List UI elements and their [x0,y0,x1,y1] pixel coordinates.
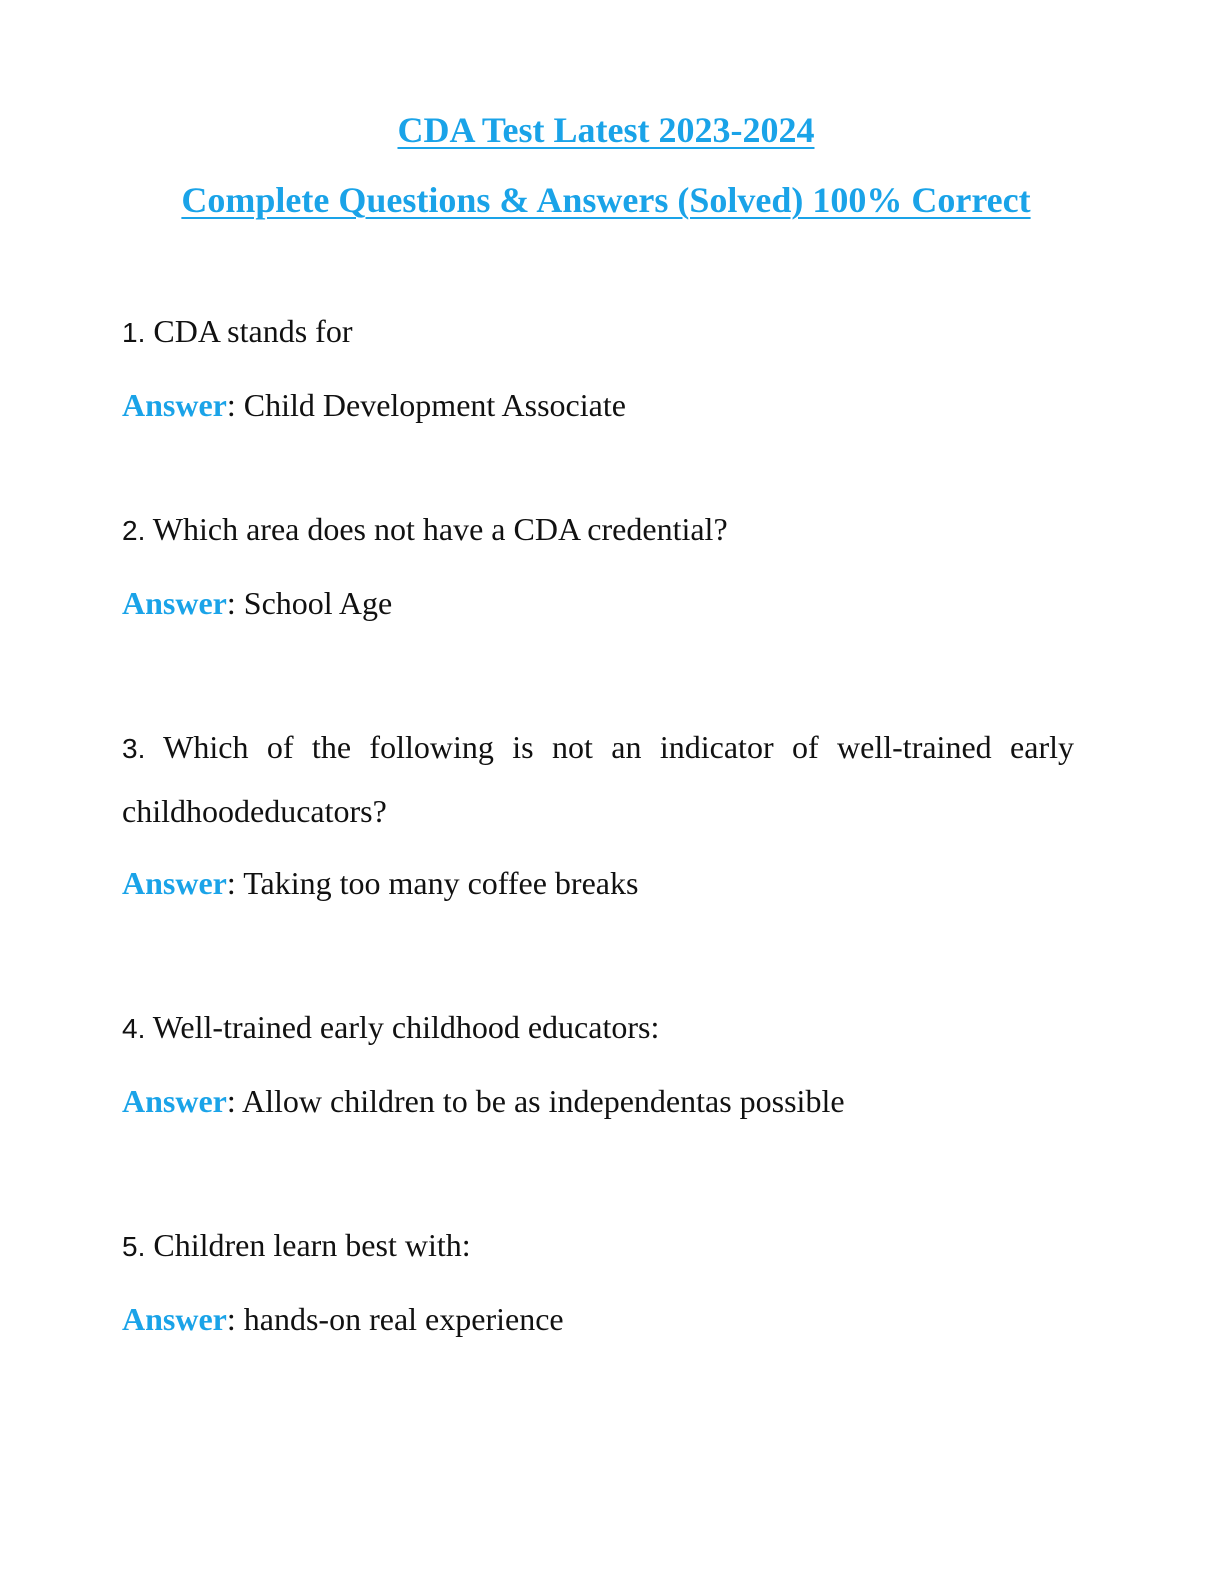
qa-item-5: 5. Children learn best with: Answer: han… [122,1214,1074,1350]
question-number: 1. [122,317,146,348]
question-2: 2. Which area does not have a CDA creden… [122,498,1074,562]
answer-separator: : [226,1083,242,1119]
answer-1: Answer: Child Development Associate [122,374,1074,436]
question-number: 4. [122,1013,146,1044]
answer-4: Answer: Allow children to be as independ… [122,1070,1074,1132]
question-number: 2. [122,515,146,546]
answer-separator: : [226,1301,244,1337]
answer-text: hands-on real experience [243,1301,564,1337]
qa-item-3: 3. Which of the following is not an indi… [122,716,1074,914]
answer-2: Answer: School Age [122,572,1074,634]
qa-item-1: 1. CDA stands for Answer: Child Developm… [122,300,1074,436]
question-text: Well-trained early childhood educators: [145,1009,660,1045]
qa-item-2: 2. Which area does not have a CDA creden… [122,498,1074,634]
answer-separator: : [226,865,244,901]
answer-3: Answer: Taking too many coffee breaks [122,852,1074,914]
question-text: Which area does not have a CDA credentia… [145,511,728,547]
question-number: 3. [122,733,146,764]
question-3: 3. Which of the following is not an indi… [122,716,1074,842]
question-5: 5. Children learn best with: [122,1214,1074,1278]
qa-item-4: 4. Well-trained early childhood educator… [122,996,1074,1132]
answer-text: Child Development Associate [243,387,626,423]
question-4: 4. Well-trained early childhood educator… [122,996,1074,1060]
answer-5: Answer: hands-on real experience [122,1288,1074,1350]
answer-separator: : [226,585,244,621]
question-text: Children learn best with: [145,1227,471,1263]
answer-label: Answer [122,585,227,621]
answer-label: Answer [122,387,227,423]
answer-label: Answer [122,865,227,901]
answer-label: Answer [122,1083,227,1119]
answer-label: Answer [122,1301,227,1337]
answer-text: Taking too many coffee breaks [243,865,639,901]
question-number: 5. [122,1231,146,1262]
question-1: 1. CDA stands for [122,300,1074,364]
document-header: CDA Test Latest 2023-2024 Complete Quest… [0,106,1212,224]
answer-separator: : [226,387,244,423]
document-subtitle: Complete Questions & Answers (Solved) 10… [181,180,1031,220]
document-title: CDA Test Latest 2023-2024 [397,110,815,150]
answer-text: School Age [243,585,393,621]
answer-text: Allow children to be as independentas po… [242,1083,845,1119]
question-text: Which of the following is not an indicat… [122,729,1074,829]
question-text: CDA stands for [145,313,353,349]
